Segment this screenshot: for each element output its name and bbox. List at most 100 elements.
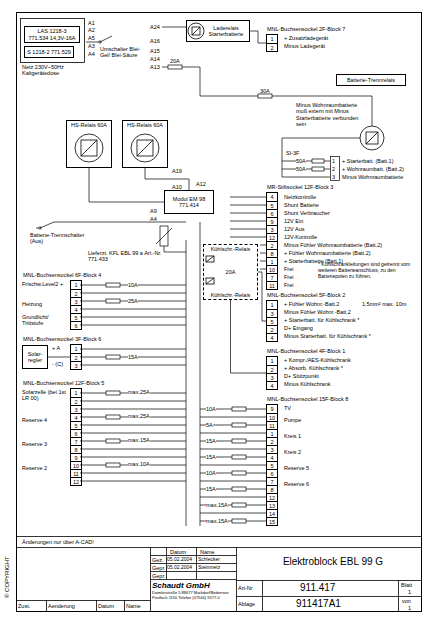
component-box: Batterie-Trennrelais [336, 74, 406, 86]
title-block-grid [166, 547, 167, 579]
title-block-grid [236, 547, 237, 612]
wire-line [80, 365, 186, 366]
component-label: S 1218-2 771.529 [27, 49, 71, 55]
pin-number: 6 [71, 321, 81, 329]
wire-line [80, 433, 186, 434]
text-label: Frischw.Level2 + [22, 281, 63, 287]
fuse-symbol [106, 439, 120, 443]
switch-symbol [86, 42, 99, 43]
text-label: 1 [408, 605, 411, 611]
wire-line [282, 177, 330, 178]
block-heading: MNL-Buchsensockel 3F-Block 6 [23, 336, 101, 342]
title-block-grid [150, 555, 236, 556]
fuse-symbol [106, 463, 120, 467]
wire-line [230, 221, 266, 222]
text-label: Frei [284, 266, 293, 272]
pin-number: 2 [267, 437, 277, 445]
text-label: Kreis 2 [284, 449, 301, 455]
pin-number: 8 [267, 249, 277, 257]
block-heading: MNL-Buchsensockel 5F-Block 2 [267, 292, 345, 298]
text-label: A1 [88, 20, 95, 26]
pin-number: 4 [267, 453, 277, 461]
pin-number: 1 [71, 345, 81, 353]
text-label: Batterie-Trennschalter (Aus) [30, 232, 90, 245]
wire-line [80, 473, 186, 474]
wire-line [230, 213, 266, 214]
title-block-grid [150, 571, 236, 572]
pin-number: 3 [267, 445, 277, 453]
fuse-rating: 15A [206, 454, 216, 460]
wire-line [186, 240, 187, 526]
text-label: Shunt Verbraucher [284, 210, 330, 216]
text-label: Netz 230V~50Hz Kaltgerätedose [22, 64, 82, 77]
pin-number: 1 [267, 257, 277, 265]
pin-number: 8 [71, 445, 81, 453]
text-label: Gepr. [152, 565, 165, 571]
text-label: Zust. [18, 603, 30, 609]
component-label: Kühlschr.-Relais [211, 292, 251, 298]
switch-symbol [40, 222, 54, 228]
fuse-symbol [106, 355, 120, 359]
pin-number: 10 [267, 265, 277, 273]
text-label: 12V Aus [284, 226, 305, 232]
component-label: LAS 1218-3 771.534 14,3V-16A [27, 28, 77, 41]
wire-line [200, 417, 266, 418]
wire-line [164, 252, 186, 253]
connector-block: MNL-Buchsensockel 6F-Block 4123456 [70, 280, 82, 330]
pin-number: 2 [71, 397, 81, 405]
component-box: Laderelais Starterbatterie [186, 20, 250, 42]
wire-line [200, 497, 266, 498]
text-label: + Kompr./AES-Kühlschrank [284, 357, 351, 363]
text-label: 12V-Kontrolle [284, 234, 317, 240]
thermistor-symbol [156, 226, 172, 246]
pin-number: 8 [267, 485, 277, 493]
pin-number: 5 [267, 201, 277, 209]
text-label: A16 [150, 38, 160, 44]
text-label: A13 [150, 64, 160, 70]
text-label: Reserve 5 [284, 465, 309, 471]
terminal-block [331, 157, 340, 181]
text-label: SI-3F [286, 150, 299, 156]
text-label: A4 [88, 51, 95, 57]
component-label: Solar- regler [25, 351, 45, 364]
fuse-symbol [168, 65, 182, 69]
component-label: Kühlschr.-Relais [211, 246, 251, 252]
text-label: 20A [170, 58, 180, 64]
text-label: Lieferzt. KFL EBL 99 a Art.-Nr. 771.433 [88, 250, 172, 263]
pin-number: 5 [71, 313, 81, 321]
pin-number: 12 [267, 493, 277, 501]
component-box: Modul EM 98 771.414 [164, 190, 214, 214]
fuse-symbol [106, 299, 120, 303]
text-label: Pumpe [284, 417, 301, 423]
title-block-grid [96, 600, 97, 612]
text-label: Umschalter Blei-Gel/ Blei-Säure [100, 46, 144, 59]
component-label: HS-Relais 60A [71, 122, 107, 128]
drawing-title: Elektroblock EBL 99 G [272, 556, 394, 568]
connector-block: MNL-Buchsensockel 3F-Block 6123 [70, 344, 82, 370]
text-label: A4 [150, 216, 157, 222]
text-label: Blatt [401, 582, 412, 588]
text-label: 05.02.2004 [167, 565, 192, 571]
text-label: Gepr. [152, 573, 165, 579]
wire-line [200, 481, 266, 482]
fuse-symbol [312, 159, 324, 163]
block-heading: MNL-Buchsensockel 12F-Block 5 [23, 380, 104, 386]
wire-line [230, 197, 266, 198]
text-label: Kreis 1 [284, 433, 301, 439]
drawing-frame [17, 13, 422, 612]
wire-line [80, 349, 186, 350]
text-label: Netzkontrolle [284, 194, 316, 200]
switch-symbol [39, 227, 41, 229]
text-label: Heizung [22, 301, 42, 307]
wire-line [230, 237, 266, 238]
wire-line [200, 433, 266, 434]
pin-number: 3 [267, 309, 277, 317]
fuse-rating: 50A [296, 158, 306, 164]
text-label: TV [284, 405, 291, 411]
text-label: 911.417 [300, 582, 335, 594]
text-label: 2 [332, 166, 335, 172]
pin-number: 2 [267, 365, 277, 373]
pin-number: 6 [267, 469, 277, 477]
wire-connector [89, 168, 164, 202]
